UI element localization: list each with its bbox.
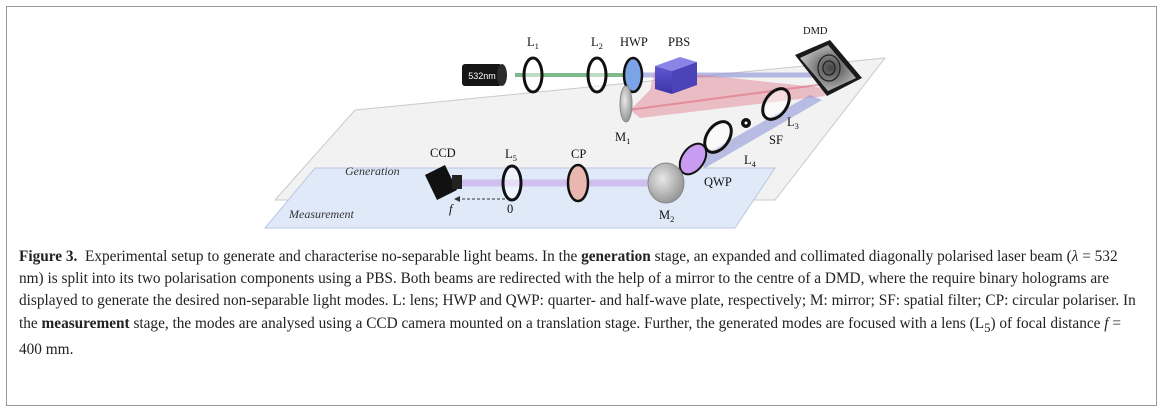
label-hwp: HWP xyxy=(620,35,648,49)
caption-measurement: measurement xyxy=(41,314,130,332)
figure-caption: Figure 3. Experimental setup to generate… xyxy=(19,246,1144,361)
label-ccd: CCD xyxy=(430,146,456,160)
hwp-plate xyxy=(622,56,644,94)
pbs-cube xyxy=(655,57,697,94)
label-sf: SF xyxy=(769,133,783,147)
setup-illustration: 532nm L1 L2 HWP PBS DMD M1 L3 SF L4 QWP … xyxy=(263,26,887,229)
label-qwp: QWP xyxy=(704,175,732,189)
caption-text-1: Experimental setup to generate and chara… xyxy=(85,248,578,265)
caption-f: f xyxy=(1104,314,1109,332)
laser-label: 532nm xyxy=(468,71,496,81)
lens-l4 xyxy=(703,120,733,154)
label-f: f xyxy=(449,202,454,216)
label-pbs: PBS xyxy=(668,35,690,49)
ccd-camera xyxy=(425,165,462,200)
caption-text-6: = 400 mm. xyxy=(19,314,1121,358)
laser-source: 532nm xyxy=(462,64,507,86)
qwp-plate xyxy=(678,142,708,176)
caption-text-5: ) of focal distance xyxy=(990,314,1101,332)
label-l5: L5 xyxy=(505,147,517,163)
arrowhead xyxy=(454,196,460,202)
caption-text-4: stage, the modes are analysed using a CC… xyxy=(133,314,985,332)
label-cp: CP xyxy=(571,147,586,161)
red-beam-line xyxy=(627,83,826,111)
stage-generation-label: Generation xyxy=(345,164,400,178)
label-m2: M2 xyxy=(659,208,674,224)
lens-l3 xyxy=(761,87,791,121)
caption-text-3: = 532 nm) is split into its two polarisa… xyxy=(19,248,1136,332)
mirror-m1 xyxy=(619,85,633,123)
label-zero: 0 xyxy=(507,202,513,216)
caption-lambda: λ xyxy=(1071,248,1079,265)
pinhole xyxy=(744,121,748,125)
label-l4: L4 xyxy=(744,153,757,169)
mirror-m2 xyxy=(647,162,685,204)
lens-l2 xyxy=(586,56,608,94)
circular-polariser xyxy=(566,163,590,203)
label-l2: L2 xyxy=(591,35,603,51)
blue-beam-diagonal xyxy=(695,95,822,168)
label-dmd: DMD xyxy=(803,26,828,37)
caption-sub: 5 xyxy=(984,320,991,335)
setup-diagram: 532nm L1 L2 HWP PBS DMD M1 L3 SF L4 QWP … xyxy=(263,26,887,229)
caption-text-2: stage, an expanded and collimated diagon… xyxy=(654,248,1072,265)
caption-generation: generation xyxy=(581,248,651,265)
label-l1: L1 xyxy=(527,35,539,51)
label-l3: L3 xyxy=(787,115,799,131)
dmd-device xyxy=(795,40,862,96)
label-m1: M1 xyxy=(615,130,630,146)
figure-frame xyxy=(6,6,1157,406)
lens-l5 xyxy=(501,164,523,202)
lens-l1 xyxy=(522,56,544,94)
stage-measurement-label: Measurement xyxy=(288,207,355,221)
figure-number: Figure 3. xyxy=(19,248,78,265)
